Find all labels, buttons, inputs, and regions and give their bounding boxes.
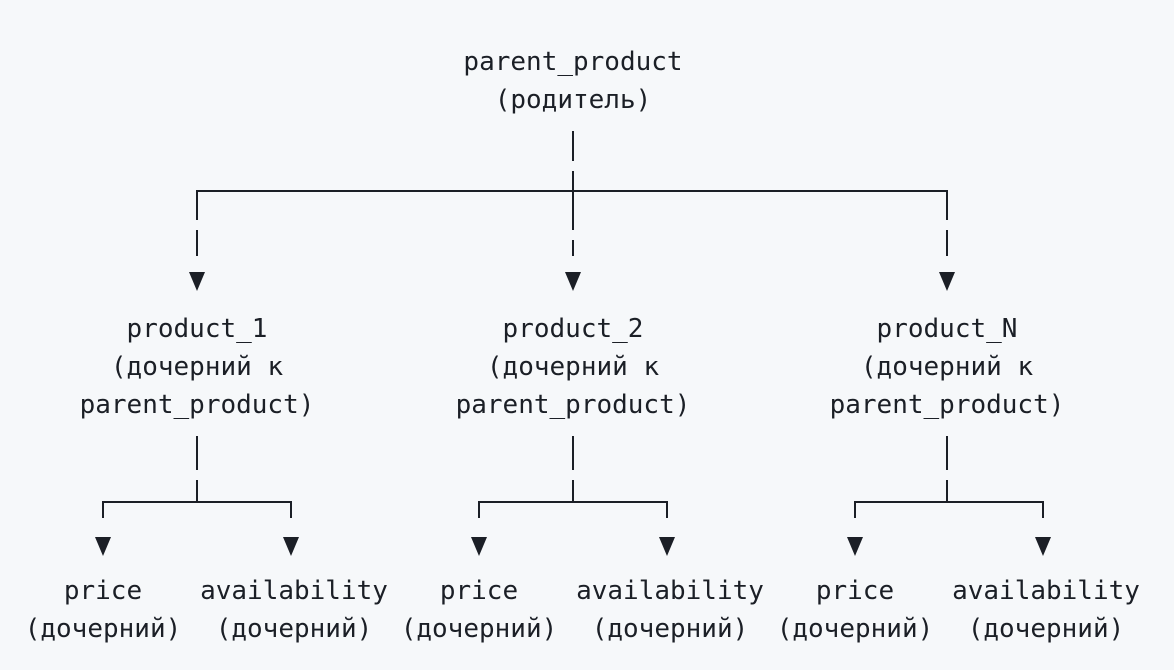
- leaf-title: availability: [952, 576, 1140, 606]
- leaf-subtitle: (дочерний): [776, 614, 934, 644]
- connector-drop-product-n: [946, 190, 948, 256]
- node-subtitle-line-2: parent_product): [829, 390, 1065, 420]
- node-subtitle: (родитель): [494, 85, 652, 115]
- node-subtitle-line-2: parent_product): [79, 390, 315, 420]
- leaf-title: price: [815, 576, 895, 606]
- node-subtitle-line-2: parent_product): [455, 390, 691, 420]
- connector-child-stem-2: [572, 436, 574, 502]
- leaf-availability-1: availability (дочерний): [200, 572, 388, 648]
- arrow-down-icon: [565, 272, 581, 291]
- node-subtitle-line-1: (дочерний к: [486, 352, 660, 382]
- node-title: product_1: [126, 314, 268, 344]
- leaf-subtitle: (дочерний): [591, 614, 749, 644]
- arrow-down-icon: [283, 537, 299, 556]
- leaf-title: availability: [576, 576, 764, 606]
- leaf-price-3: price (дочерний): [777, 572, 934, 648]
- leaf-subtitle: (дочерний): [967, 614, 1125, 644]
- connector-root-stem: [572, 131, 574, 200]
- connector-drop-product-2: [572, 200, 574, 256]
- arrow-down-icon: [659, 537, 675, 556]
- connector-leaf-drop: [478, 501, 480, 518]
- node-title: product_N: [876, 314, 1018, 344]
- leaf-price-1: price (дочерний): [25, 572, 182, 648]
- connector-main-horizontal: [196, 190, 948, 192]
- connector-child-stem-1: [196, 436, 198, 502]
- node-product-2: product_2 (дочерний к parent_product): [456, 310, 691, 424]
- leaf-availability-3: availability (дочерний): [952, 572, 1140, 648]
- node-product-n: product_N (дочерний к parent_product): [830, 310, 1065, 424]
- node-title: parent_product: [463, 47, 683, 77]
- connector-leaf-drop: [666, 501, 668, 518]
- arrow-down-icon: [1035, 537, 1051, 556]
- leaf-price-2: price (дочерний): [401, 572, 558, 648]
- node-title: product_2: [502, 314, 644, 344]
- arrow-down-icon: [189, 272, 205, 291]
- leaf-availability-2: availability (дочерний): [576, 572, 764, 648]
- node-subtitle-line-1: (дочерний к: [860, 352, 1034, 382]
- leaf-subtitle: (дочерний): [215, 614, 373, 644]
- leaf-subtitle: (дочерний): [24, 614, 182, 644]
- connector-sub-horizontal-2: [478, 501, 668, 503]
- node-product-1: product_1 (дочерний к parent_product): [80, 310, 315, 424]
- connector-leaf-drop: [854, 501, 856, 518]
- arrow-down-icon: [939, 272, 955, 291]
- connector-drop-product-1: [196, 190, 198, 256]
- arrow-down-icon: [95, 537, 111, 556]
- leaf-title: price: [439, 576, 519, 606]
- leaf-subtitle: (дочерний): [400, 614, 558, 644]
- connector-leaf-drop: [290, 501, 292, 518]
- node-subtitle-line-1: (дочерний к: [110, 352, 284, 382]
- leaf-title: availability: [200, 576, 388, 606]
- arrow-down-icon: [471, 537, 487, 556]
- node-parent-product: parent_product (родитель): [463, 43, 682, 119]
- connector-leaf-drop: [102, 501, 104, 518]
- connector-sub-horizontal-3: [854, 501, 1044, 503]
- connector-child-stem-3: [946, 436, 948, 502]
- arrow-down-icon: [847, 537, 863, 556]
- connector-leaf-drop: [1042, 501, 1044, 518]
- leaf-title: price: [63, 576, 143, 606]
- connector-sub-horizontal-1: [102, 501, 292, 503]
